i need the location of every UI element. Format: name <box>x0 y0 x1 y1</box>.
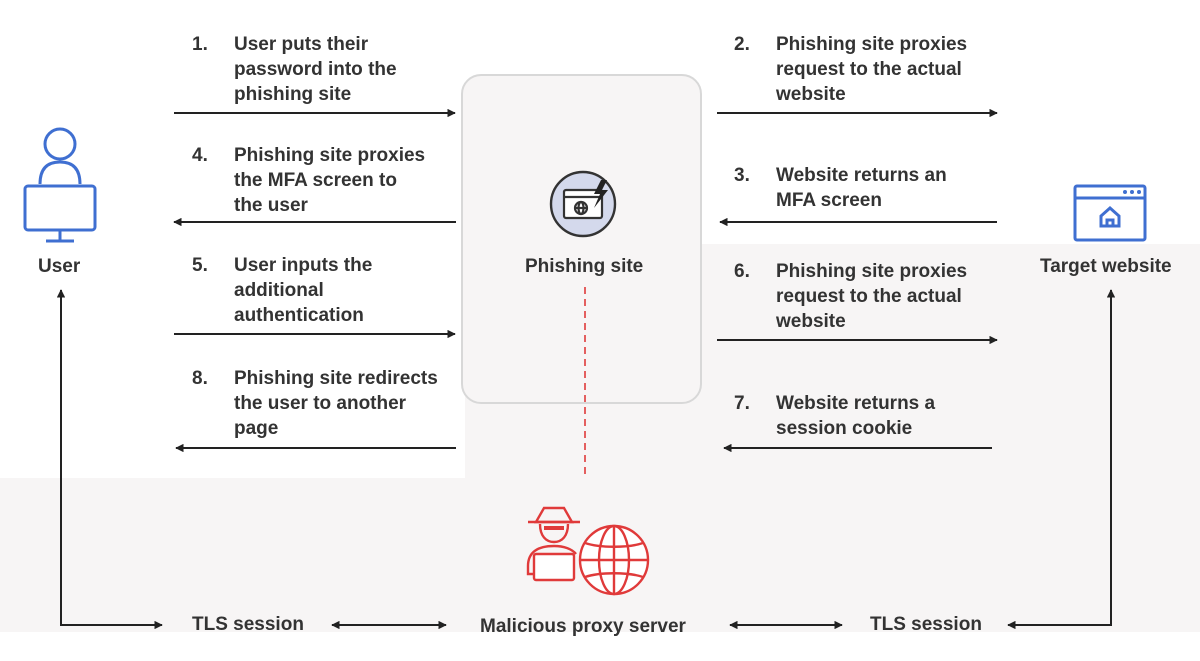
step-4-number: 4. <box>192 145 208 166</box>
tls-session-left-label: TLS session <box>192 614 304 635</box>
user-tls-line <box>56 289 163 630</box>
step-1-text: User puts their password into the phishi… <box>234 34 397 105</box>
step-2-number: 2. <box>734 34 750 55</box>
target-tls-line <box>1007 289 1116 630</box>
phishing-site-box <box>461 74 702 404</box>
user-label: User <box>38 256 81 277</box>
phishing-site-label: Phishing site <box>525 256 644 277</box>
target-website-label: Target website <box>1040 256 1172 277</box>
phishing-webpage-icon <box>549 170 617 238</box>
step-3-text: Website returns an MFA screen <box>776 165 947 211</box>
user-at-computer-icon <box>23 127 97 243</box>
step-4-text: Phishing site proxies the MFA screen to … <box>234 145 426 216</box>
hacker-globe-icon <box>526 506 650 596</box>
step-1-number: 1. <box>192 34 208 55</box>
step-5-text: User inputs the additional authenticatio… <box>234 255 373 326</box>
step-6-number: 6. <box>734 261 750 282</box>
step-7-text: Website returns a session cookie <box>776 393 936 439</box>
step-2-text: Phishing site proxies request to the act… <box>776 34 968 105</box>
malicious-proxy-label: Malicious proxy server <box>480 616 686 637</box>
step-8-text: Phishing site redirects the user to anot… <box>234 368 438 439</box>
step-8-number: 8. <box>192 368 208 389</box>
tls-session-right-label: TLS session <box>870 614 982 635</box>
step-3-number: 3. <box>734 165 750 186</box>
website-home-icon <box>1073 184 1147 242</box>
step-6-text: Phishing site proxies request to the act… <box>776 261 968 332</box>
step-5-number: 5. <box>192 255 208 276</box>
step-7-number: 7. <box>734 393 750 414</box>
